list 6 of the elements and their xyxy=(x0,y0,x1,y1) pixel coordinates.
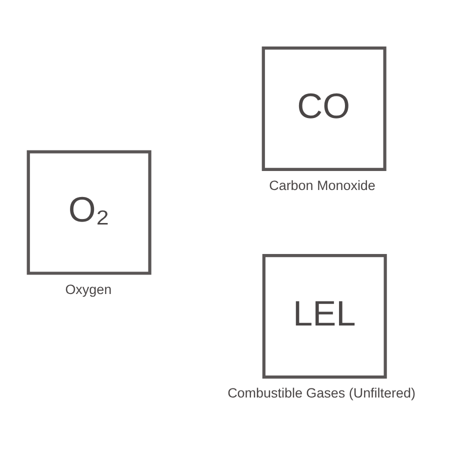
node-label: Oxygen xyxy=(65,282,112,297)
node-box: CO xyxy=(262,46,386,172)
node-box: O₂ xyxy=(26,150,152,275)
node-label: Combustible Gases (Unfiltered) xyxy=(228,386,416,401)
node-box: LEL xyxy=(262,254,387,379)
node-label: Carbon Monoxide xyxy=(269,178,376,194)
